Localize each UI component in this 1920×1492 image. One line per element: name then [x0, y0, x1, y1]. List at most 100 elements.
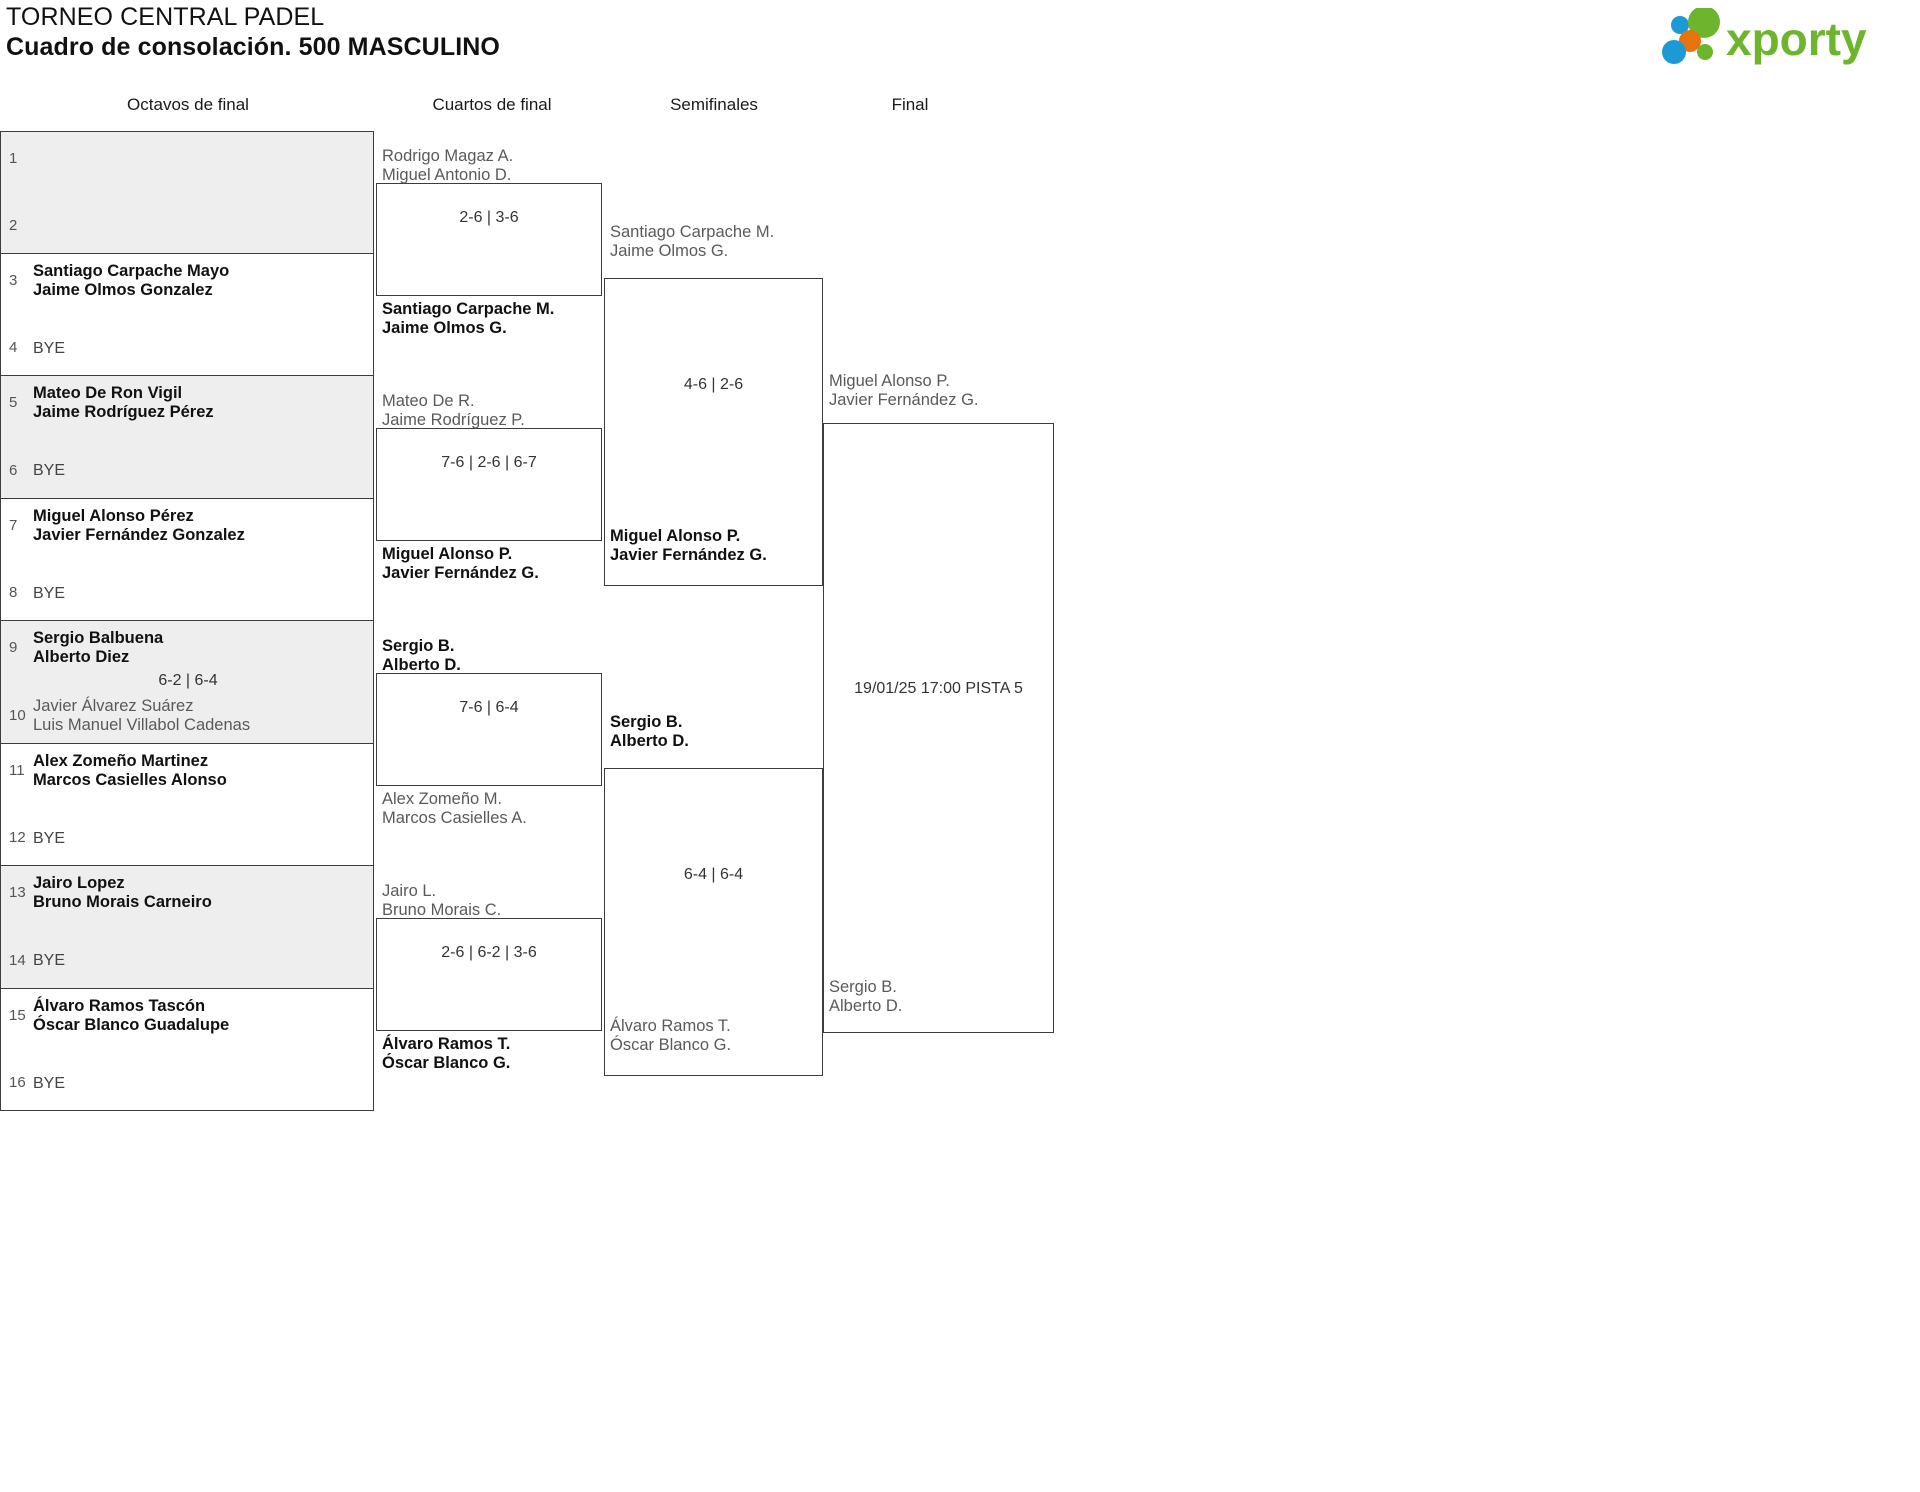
round3-team-bottom-2-line-2: Óscar Blanco G. — [610, 1036, 732, 1054]
team-names-seed-5-line-2: Jaime Rodríguez Pérez — [33, 403, 214, 421]
round2-score-3: 7-6 | 6-4 — [459, 698, 519, 716]
round2-team-bottom-2-line-2: Javier Fernández G. — [382, 564, 539, 582]
team-names-seed-6: BYE — [33, 461, 65, 480]
team-names-seed-11-line-2: Marcos Casielles Alonso — [33, 770, 227, 789]
round2-team-bottom-1-line-2: Jaime Olmos G. — [382, 319, 507, 337]
seed-number-4: 4 — [9, 339, 18, 356]
team-names-seed-12: BYE — [33, 829, 65, 848]
round3-score-2: 6-4 | 6-4 — [683, 866, 744, 883]
round3-team-top-1: Santiago Carpache M.Jaime Olmos G. — [610, 223, 774, 261]
seed-slot-2: 2 — [1, 203, 375, 249]
seed-slot-14: 14 BYE — [1, 938, 375, 984]
round3-team-bottom-2-line-1: Álvaro Ramos T. — [610, 1017, 731, 1035]
round4-box — [823, 423, 1054, 1033]
xporty-logo: xporty — [1658, 6, 1908, 66]
round2-team-top-1-line-2: Miguel Antonio D. — [382, 166, 512, 184]
team-names-seed-15-line-1: Álvaro Ramos Tascón — [33, 996, 206, 1015]
round2-team-top-3-line-1: Sergio B. — [382, 637, 455, 655]
round2-team-top-2-line-1: Mateo De R. — [382, 392, 475, 410]
round2-team-top-1-line-1: Rodrigo Magaz A. — [382, 147, 514, 165]
round2-team-bottom-2-line-1: Miguel Alonso P. — [382, 545, 513, 563]
team-names-seed-14: BYE — [33, 951, 65, 970]
round3-team-bottom-2: Álvaro Ramos T.Óscar Blanco G. — [610, 1017, 731, 1055]
team-names-seed-14-line-1: BYE — [33, 952, 66, 969]
round4-team-bottom-line-2: Alberto D. — [829, 997, 903, 1015]
round2-team-bottom-3-line-2: Marcos Casielles A. — [382, 809, 527, 827]
bracket-subtitle: Cuadro de consolación. 500 MASCULINO — [6, 33, 500, 61]
round-header-octavos: Octavos de final — [127, 95, 249, 114]
round3-team-top-2-line-1: Sergio B. — [610, 713, 683, 731]
logo-dot-blue-top — [1671, 16, 1689, 34]
seed-number-16: 16 — [9, 1074, 26, 1091]
team-names-seed-9-line-1: Sergio Balbuena — [33, 629, 164, 647]
round2-team-top-2: Mateo De R.Jaime Rodríguez P. — [382, 392, 525, 430]
seed-slot-16: 16 BYE — [1, 1060, 375, 1106]
team-names-seed-3-line-2: Jaime Olmos Gonzalez — [33, 280, 213, 299]
team-names-seed-5-line-1: Mateo De Ron Vigil — [33, 384, 183, 402]
round2-team-top-3: Sergio B.Alberto D. — [382, 637, 461, 675]
tournament-name: TORNEO CENTRAL PADEL — [6, 3, 325, 31]
round2-box-1: 2-6 | 3-6 — [376, 183, 602, 296]
logo-dot-blue-bottom — [1662, 40, 1686, 64]
round2-box-2: 7-6 | 2-6 | 6-7 — [376, 428, 602, 541]
seed-number-8: 8 — [9, 584, 18, 601]
round3-box-2: 6-4 | 6-4 — [604, 768, 823, 1076]
team-names-seed-8: BYE — [33, 584, 65, 603]
seed-number-6: 6 — [9, 461, 18, 479]
team-names-seed-12-line-1: BYE — [33, 829, 66, 847]
team-names-seed-13-line-1: Jairo Lopez — [33, 874, 125, 892]
round-header-final: Final — [891, 95, 929, 114]
seed-number-14: 14 — [9, 951, 26, 969]
seed-slot-6: 6 BYE — [1, 448, 375, 494]
round-header-semis: Semifinales — [670, 95, 758, 114]
seed-slot-1: 1 — [1, 136, 375, 182]
round3-team-top-2: Sergio B.Alberto D. — [610, 713, 689, 751]
round3-team-bottom-1-line-1: Miguel Alonso P. — [610, 527, 741, 545]
round2-team-top-4-line-2: Bruno Morais C. — [382, 901, 502, 919]
round2-team-top-1: Rodrigo Magaz A.Miguel Antonio D. — [382, 147, 513, 185]
team-names-seed-15-line-2: Óscar Blanco Guadalupe — [33, 1015, 230, 1034]
round2-team-bottom-2: Miguel Alonso P.Javier Fernández G. — [382, 545, 539, 583]
xporty-logo-svg: xporty — [1662, 6, 1867, 65]
team-names-seed-10-line-1: Javier Álvarez Suárez — [33, 696, 194, 715]
team-names-seed-7-line-1: Miguel Alonso Pérez — [33, 506, 194, 525]
team-names-seed-4-line-1: BYE — [33, 339, 66, 357]
round2-score-2: 7-6 | 2-6 | 6-7 — [441, 453, 537, 471]
round4-team-bottom: Sergio B.Alberto D. — [829, 978, 902, 1016]
round2-team-bottom-4-line-1: Álvaro Ramos T. — [382, 1035, 511, 1053]
round3-box-1: 4-6 | 2-6 — [604, 278, 823, 586]
round2-team-top-2-line-2: Jaime Rodríguez P. — [382, 411, 525, 429]
seed-number-5: 5 — [9, 394, 18, 411]
seed-number-3: 3 — [9, 271, 18, 289]
team-names-seed-8-line-1: BYE — [33, 584, 66, 602]
seed-number-2: 2 — [9, 216, 18, 234]
round1-score-5: 6-2 | 6-4 — [158, 672, 218, 690]
team-names-seed-10-line-2: Luis Manuel Villabol Cadenas — [33, 715, 251, 734]
round-header-cuartos: Cuartos de final — [432, 95, 552, 114]
round2-box-4: 2-6 | 6-2 | 3-6 — [376, 918, 602, 1031]
team-names-seed-16: BYE — [33, 1074, 65, 1093]
seed-number-15: 15 — [9, 1006, 26, 1024]
round2-score-4: 2-6 | 6-2 | 3-6 — [441, 943, 537, 961]
round2-team-bottom-1: Santiago Carpache M.Jaime Olmos G. — [382, 300, 554, 338]
team-names-seed-6-line-1: BYE — [33, 462, 66, 479]
round2-team-top-3-line-2: Alberto D. — [382, 656, 461, 674]
round2-box-3: 7-6 | 6-4 — [376, 673, 602, 786]
